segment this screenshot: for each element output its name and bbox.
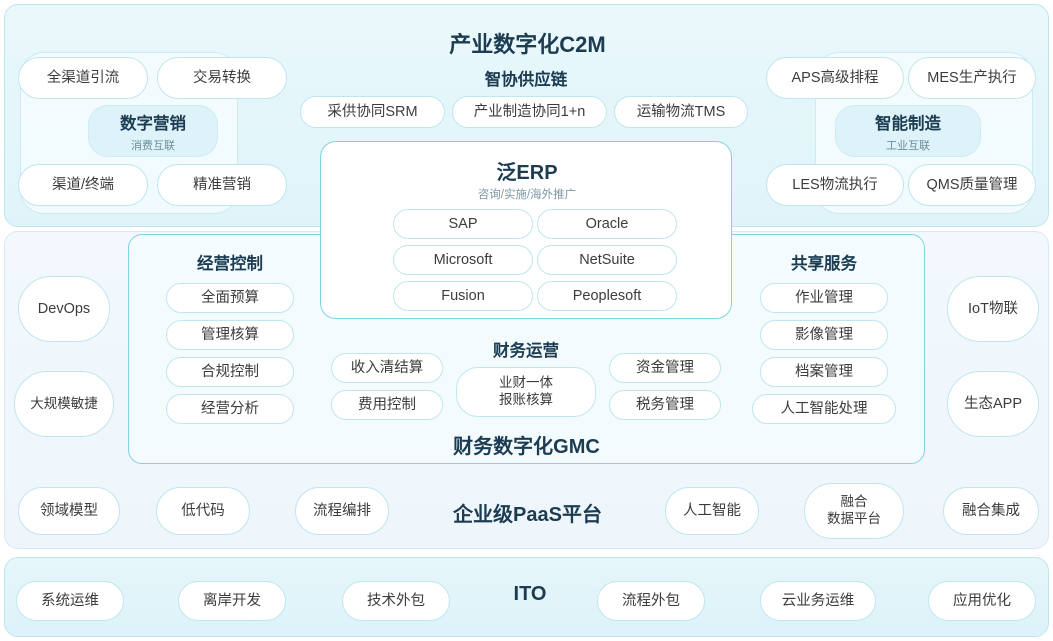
pill-tms[interactable]: 运输物流TMS bbox=[614, 96, 748, 128]
pill-fusion-integration[interactable]: 融合集成 bbox=[943, 487, 1039, 535]
pill-iot[interactable]: IoT物联 bbox=[947, 276, 1039, 342]
badge-digital-marketing: 数字营销 消费互联 bbox=[88, 105, 218, 157]
pill-integrated-accounting[interactable]: 业财一体 报账核算 bbox=[456, 367, 596, 417]
subtitle-smart-supply-chain: 智协供应链 bbox=[484, 71, 568, 89]
badge-digital-marketing-title: 数字营销 bbox=[120, 114, 186, 133]
pill-cloud-business-operations[interactable]: 云业务运维 bbox=[760, 581, 876, 621]
pill-transaction-conversion[interactable]: 交易转换 bbox=[157, 57, 287, 99]
pill-integrated-data-platform[interactable]: 融合 数据平台 bbox=[804, 483, 904, 539]
pill-ecosystem-app[interactable]: 生态APP bbox=[947, 371, 1039, 437]
pill-srm[interactable]: 采供协同SRM bbox=[300, 96, 445, 128]
card-title-pan-erp: 泛ERP bbox=[496, 162, 558, 184]
pill-process-outsourcing[interactable]: 流程外包 bbox=[597, 581, 705, 621]
pill-sap[interactable]: SAP bbox=[393, 209, 533, 239]
pill-image-management[interactable]: 影像管理 bbox=[760, 320, 888, 350]
pill-application-optimization[interactable]: 应用优化 bbox=[928, 581, 1036, 621]
pill-precision-marketing[interactable]: 精准营销 bbox=[157, 164, 287, 206]
pill-technical-outsourcing[interactable]: 技术外包 bbox=[342, 581, 450, 621]
badge-intelligent-manufacturing-subtitle: 工业互联 bbox=[886, 139, 930, 152]
pill-business-analysis[interactable]: 经营分析 bbox=[166, 394, 294, 424]
pill-archive-management[interactable]: 档案管理 bbox=[760, 357, 888, 387]
pill-netsuite[interactable]: NetSuite bbox=[537, 245, 677, 275]
pill-low-code[interactable]: 低代码 bbox=[156, 487, 250, 535]
pill-offshore-development[interactable]: 离岸开发 bbox=[178, 581, 286, 621]
subtitle-business-control: 经营控制 bbox=[197, 255, 263, 273]
pill-omnichannel-traffic[interactable]: 全渠道引流 bbox=[18, 57, 148, 99]
pill-full-budget[interactable]: 全面预算 bbox=[166, 283, 294, 313]
pill-domain-model[interactable]: 领域模型 bbox=[18, 487, 120, 535]
band-title-ito: ITO bbox=[513, 583, 547, 605]
subtitle-shared-services: 共享服务 bbox=[791, 255, 857, 273]
pill-artificial-intelligence[interactable]: 人工智能 bbox=[665, 487, 759, 535]
badge-intelligent-manufacturing: 智能制造 工业互联 bbox=[835, 105, 981, 157]
pill-peoplesoft[interactable]: Peoplesoft bbox=[537, 281, 677, 311]
pill-mes[interactable]: MES生产执行 bbox=[908, 57, 1036, 99]
pill-fusion[interactable]: Fusion bbox=[393, 281, 533, 311]
pill-system-operations[interactable]: 系统运维 bbox=[16, 581, 124, 621]
pill-les[interactable]: LES物流执行 bbox=[766, 164, 904, 206]
pill-microsoft[interactable]: Microsoft bbox=[393, 245, 533, 275]
pill-compliance-control[interactable]: 合规控制 bbox=[166, 357, 294, 387]
pill-management-accounting[interactable]: 管理核算 bbox=[166, 320, 294, 350]
pill-oracle[interactable]: Oracle bbox=[537, 209, 677, 239]
pill-treasury-management[interactable]: 资金管理 bbox=[609, 353, 721, 383]
band-title-c2m: 产业数字化C2M bbox=[449, 32, 606, 57]
pill-revenue-settlement[interactable]: 收入清结算 bbox=[331, 353, 443, 383]
card-pan-erp: 泛ERP 咨询/实施/海外推广 SAP Oracle Microsoft Net… bbox=[320, 141, 732, 319]
badge-intelligent-manufacturing-title: 智能制造 bbox=[875, 114, 941, 133]
subtitle-finance-operations: 财务运营 bbox=[493, 342, 559, 360]
pill-manufacturing-collab[interactable]: 产业制造协同1+n bbox=[452, 96, 607, 128]
band-title-gmc: 财务数字化GMC bbox=[453, 436, 600, 458]
pill-tax-management[interactable]: 税务管理 bbox=[609, 390, 721, 420]
pill-devops[interactable]: DevOps bbox=[18, 276, 110, 342]
pill-task-management[interactable]: 作业管理 bbox=[760, 283, 888, 313]
card-subtitle-pan-erp: 咨询/实施/海外推广 bbox=[477, 189, 577, 201]
pill-channel-terminal[interactable]: 渠道/终端 bbox=[18, 164, 148, 206]
badge-digital-marketing-subtitle: 消费互联 bbox=[131, 139, 175, 152]
pill-expense-control[interactable]: 费用控制 bbox=[331, 390, 443, 420]
pill-ai-processing[interactable]: 人工智能处理 bbox=[752, 394, 896, 424]
pill-process-orchestration[interactable]: 流程编排 bbox=[295, 487, 389, 535]
pill-qms[interactable]: QMS质量管理 bbox=[908, 164, 1036, 206]
pill-large-scale-agile[interactable]: 大规模敏捷 bbox=[14, 371, 114, 437]
band-title-paas: 企业级PaaS平台 bbox=[453, 504, 602, 526]
pill-aps[interactable]: APS高级排程 bbox=[766, 57, 904, 99]
